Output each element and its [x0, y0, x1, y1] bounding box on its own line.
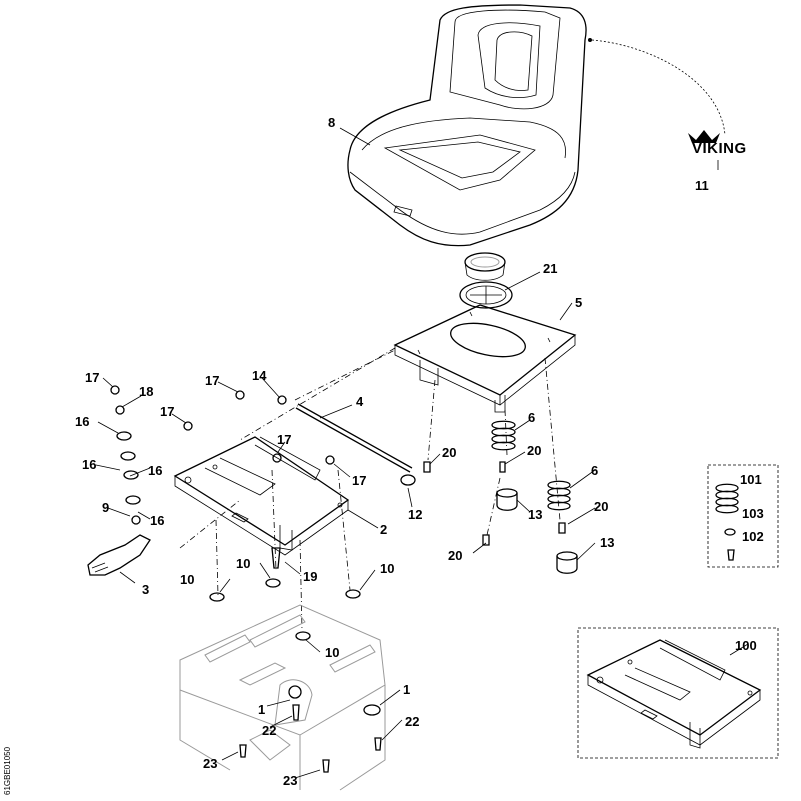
callout-10d: 10 [325, 645, 339, 660]
callout-22b: 22 [405, 714, 419, 729]
callout-1a: 1 [403, 682, 410, 697]
callout-3: 3 [142, 582, 149, 597]
callout-11: 11 [695, 178, 709, 193]
callout-6a: 6 [528, 410, 535, 425]
callout-20c: 20 [594, 499, 608, 514]
callout-16a: 16 [75, 414, 89, 429]
slide-bracket-drawing [173, 436, 350, 556]
chassis-drawing [179, 604, 386, 791]
alignment-lines [179, 347, 561, 631]
viking-logo: VIKING [688, 130, 747, 157]
callout-17a: 17 [85, 370, 99, 385]
callout-100: 100 [735, 638, 757, 653]
inset-box-bracket-assembly [577, 627, 779, 759]
hardware-left-stack [110, 385, 361, 641]
rod-washer [400, 474, 416, 486]
callout-23a: 23 [203, 756, 217, 771]
callout-10a: 10 [180, 572, 194, 587]
callout-20b: 20 [527, 443, 541, 458]
callout-4: 4 [356, 394, 364, 409]
callout-20a: 20 [442, 445, 456, 460]
bracket-assembly-drawing [586, 639, 762, 749]
callout-1b: 1 [258, 702, 265, 717]
brand-name: VIKING [692, 140, 747, 157]
inset-box-spring-kit [707, 464, 779, 568]
callout-17b: 17 [205, 373, 219, 388]
callout-22a: 22 [262, 723, 276, 738]
callout-101: 101 [740, 472, 762, 487]
adjust-lever-drawing [87, 534, 151, 576]
callout-18: 18 [139, 384, 153, 399]
callout-5: 5 [575, 295, 582, 310]
pivot-rod [295, 403, 413, 473]
callout-17c: 17 [160, 404, 174, 419]
callout-13b: 13 [600, 535, 614, 550]
seat-plate-drawing [393, 304, 577, 413]
pivot-cover-drawing [459, 252, 513, 309]
callout-2: 2 [380, 522, 387, 537]
callout-20d: 20 [448, 548, 462, 563]
spring-left [491, 420, 516, 451]
callout-16d: 16 [150, 513, 164, 528]
callout-102: 102 [742, 529, 764, 544]
bumper-left [496, 488, 518, 511]
callout-6b: 6 [591, 463, 598, 478]
callout-10c: 10 [380, 561, 394, 576]
leader-lines [95, 127, 749, 779]
bumper-right [556, 551, 578, 574]
spring-kit-drawing [715, 483, 739, 561]
callout-17e: 17 [352, 473, 366, 488]
spring-right [547, 480, 571, 511]
callout-labels: 8 11 21 5 4 17 18 17 14 16 17 17 16 16 1… [75, 115, 764, 788]
callout-16b: 16 [82, 457, 96, 472]
seat-cable-line [591, 39, 726, 136]
callout-103: 103 [742, 506, 764, 521]
callout-13a: 13 [528, 507, 542, 522]
callout-21: 21 [543, 261, 557, 276]
seat-drawing [347, 4, 592, 247]
callout-16c: 16 [148, 463, 162, 478]
callout-17d: 17 [277, 432, 291, 447]
callout-12: 12 [408, 507, 422, 522]
callout-9: 9 [102, 500, 109, 515]
callout-19: 19 [303, 569, 317, 584]
spring-bolts [423, 461, 566, 546]
drawing-code: 61GBE01050 [3, 746, 12, 795]
callout-23b: 23 [283, 773, 297, 788]
callout-8: 8 [328, 115, 335, 130]
callout-14: 14 [252, 368, 267, 383]
callout-10b: 10 [236, 556, 250, 571]
